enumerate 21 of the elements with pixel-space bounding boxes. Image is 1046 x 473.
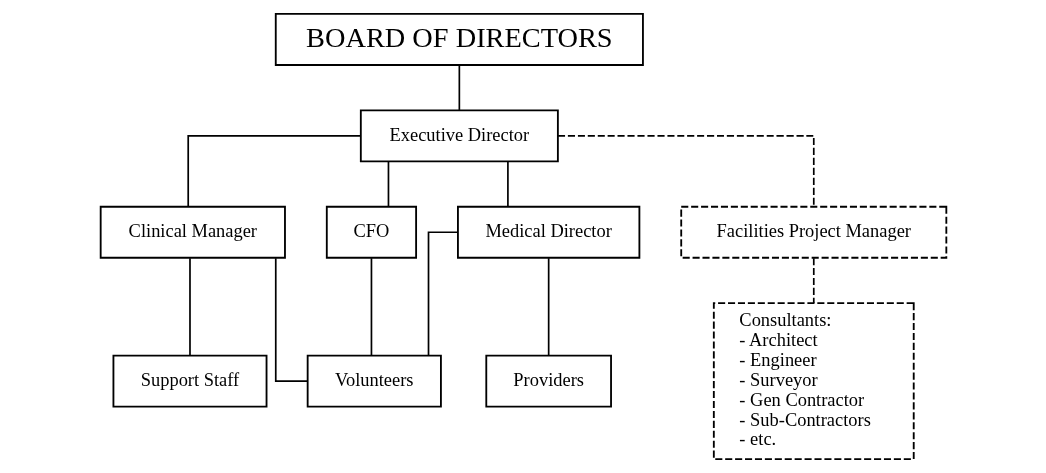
node-box: Medical Director: [456, 205, 640, 259]
node-box: Providers: [484, 354, 612, 408]
connector: [547, 257, 549, 357]
node-box: Clinical Manager: [99, 205, 286, 259]
connector: [458, 64, 460, 111]
connector: [427, 231, 458, 357]
node-box: BOARD OF DIRECTORS: [274, 13, 644, 66]
connector: [506, 160, 509, 208]
node-box: Volunteers: [306, 354, 442, 408]
node-box: Facilities Project Manager: [679, 205, 947, 259]
connector: [370, 257, 372, 357]
connector: [812, 257, 815, 304]
node-box: Executive Director: [359, 109, 559, 163]
connector: [556, 135, 815, 208]
node-box: Consultants: - Architect - Engineer - Surveyor - Gen Contractor - Sub-Contractors - etc.: [712, 302, 915, 460]
connector: [188, 257, 191, 357]
connector: [274, 257, 308, 382]
node-box: CFO: [325, 205, 417, 259]
connector: [387, 160, 389, 208]
connector: [186, 135, 362, 208]
node-box: Support Staff: [112, 354, 267, 408]
